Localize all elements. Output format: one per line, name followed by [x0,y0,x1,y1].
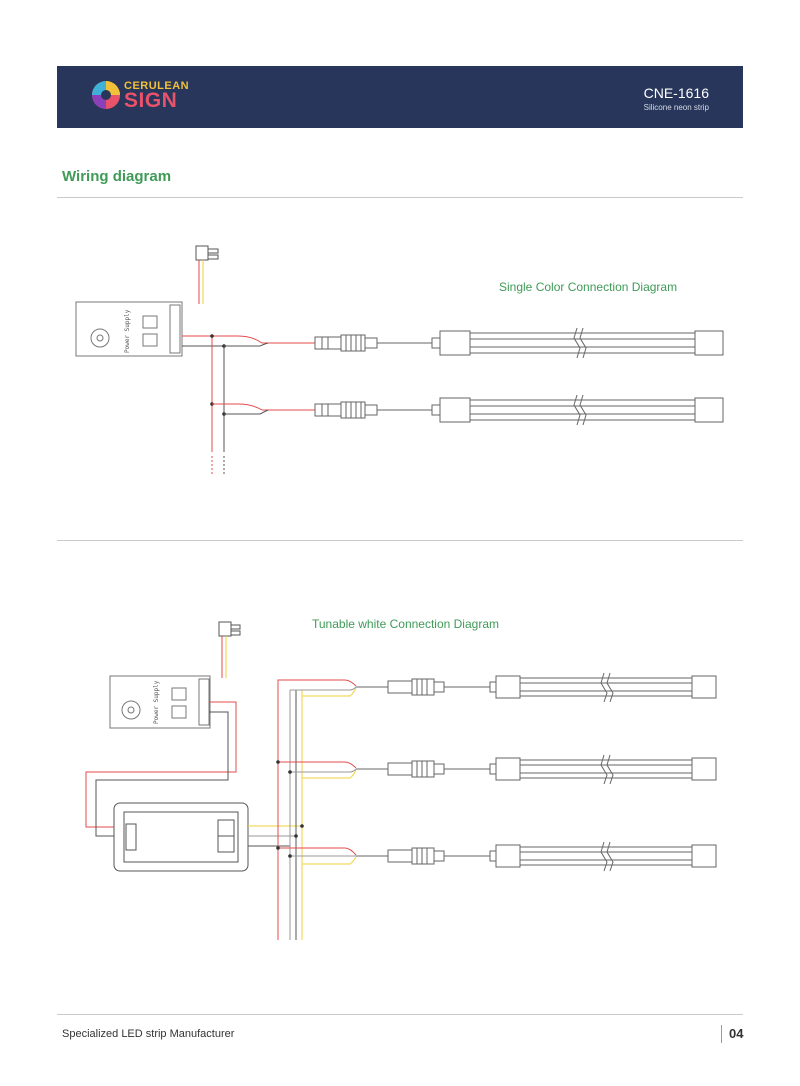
led-strip-tw-3 [278,841,717,872]
tunable-white-diagram: Power Supply [85,621,717,940]
power-supply-unit [75,301,183,357]
power-plug-icon [195,245,219,261]
power-supply-label: Power Supply [153,680,160,724]
controller-wires [85,701,237,837]
tunable-white-caption: Tunable white Connection Diagram [312,617,499,631]
brand-name-top: CERULEAN [124,80,190,92]
product-subtitle: Silicone neon strip [643,103,709,112]
power-plug-icon [218,621,241,637]
footer-tagline: Specialized LED strip Manufacturer [62,1028,235,1040]
led-strip-1 [224,327,724,359]
led-strip-tw-1 [278,672,717,703]
brand-name-bottom: SIGN [124,89,178,112]
divider-footer [57,1014,743,1015]
led-controller [113,802,249,872]
led-strip-2 [212,394,724,426]
divider-top [57,197,743,198]
section-title: Wiring diagram [62,168,172,185]
power-supply-unit [109,675,211,729]
footer-separator [721,1025,722,1043]
product-model: CNE-1616 [643,85,709,101]
logo-icon [92,81,120,109]
bus-wires [248,679,345,940]
single-color-diagram: Power Supply [75,245,724,476]
divider-middle [57,540,743,541]
page-number: 04 [729,1026,744,1041]
led-strip-tw-2 [278,754,717,785]
power-supply-label: Power Supply [124,309,131,353]
single-color-caption: Single Color Connection Diagram [499,280,678,294]
header-banner: CERULEAN SIGN CNE-1616 Silicone neon str… [57,66,743,128]
